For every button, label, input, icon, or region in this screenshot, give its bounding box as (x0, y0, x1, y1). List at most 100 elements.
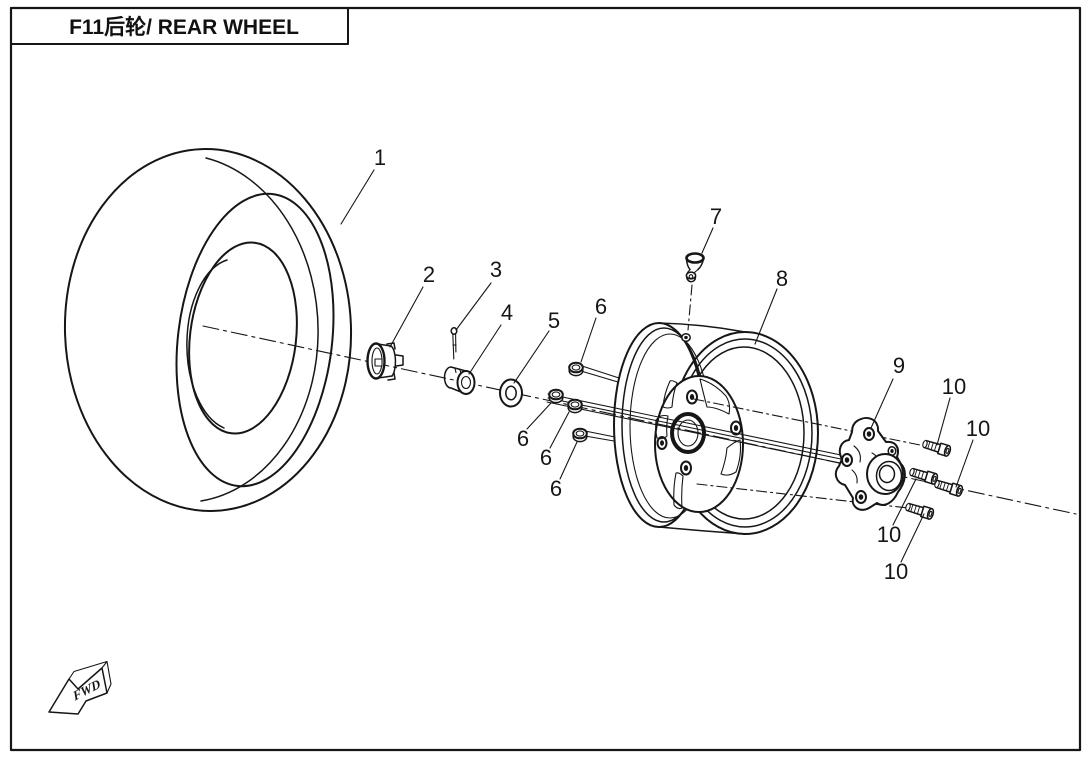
stud-line-short (580, 370, 619, 383)
valve-base (685, 271, 697, 280)
flange-nut (568, 361, 584, 377)
tire-tread-edge (200, 157, 319, 502)
leader-lines (340, 169, 974, 563)
callout-10c: 10 (877, 522, 901, 547)
callout-8: 8 (776, 266, 788, 291)
stud-line-short (584, 435, 615, 442)
valve-neck (686, 268, 699, 274)
castle-nut-bore (460, 375, 472, 390)
stud-line-short (584, 430, 616, 438)
callout-1: 1 (374, 145, 386, 170)
valve-cap-body (685, 258, 705, 271)
wheel-hub (834, 417, 906, 511)
lug-hole-center (890, 449, 894, 453)
bolt-hole-center (733, 425, 739, 431)
rim-bolt-holes (656, 389, 742, 476)
spoke-opening (662, 380, 678, 409)
leader-9 (870, 378, 894, 429)
page-border (9, 6, 1082, 752)
spoke-opening (720, 439, 742, 476)
leader-10a (936, 397, 951, 446)
title-box-frame (10, 7, 349, 45)
callout-6d: 6 (550, 476, 562, 501)
leader-2 (389, 286, 424, 348)
rim-barrel-top (658, 322, 746, 333)
cap-body-edge (390, 345, 397, 377)
hub-cylinder-bore (878, 464, 896, 484)
spoke-opening (699, 378, 731, 415)
valve-base-bottom (685, 275, 697, 283)
castle-nut (443, 366, 476, 395)
tire-bead (188, 241, 298, 435)
callout-6b: 6 (517, 426, 529, 451)
page-title: F11后轮/ REAR WHEEL (69, 15, 299, 39)
washer-outer (499, 378, 523, 408)
valve-axis-line (687, 284, 693, 331)
fwd-arrow-face (48, 667, 108, 715)
bolt-hole (680, 460, 692, 476)
wheel-bolt (920, 437, 953, 458)
flange-nut (567, 398, 583, 414)
spoke-opening (673, 472, 684, 510)
leader-4 (468, 324, 502, 375)
pin-leg (452, 333, 455, 360)
leader-1 (340, 169, 375, 225)
leader-8 (754, 288, 778, 345)
hub-cap (366, 342, 404, 381)
castle-nut-face (456, 370, 476, 395)
callout-6a: 6 (595, 294, 607, 319)
wheel-rim (613, 322, 819, 535)
center-lines (202, 325, 1077, 515)
leader-6a (580, 317, 597, 363)
hub-cylinder-face (875, 460, 903, 492)
rim-valve-hole-center (684, 335, 688, 340)
cotter-pin (450, 327, 458, 360)
callout-5: 5 (548, 308, 560, 333)
title-box: F11后轮/ REAR WHEEL (10, 7, 349, 45)
leader-10d (900, 513, 925, 563)
callout-3: 3 (490, 257, 502, 282)
leader-7 (701, 227, 714, 254)
flange-nut (572, 427, 588, 443)
flange-nut (548, 388, 564, 404)
bolt-axis-line-upper (693, 398, 926, 447)
tire-outer-outline (63, 148, 353, 512)
bolt-hole-center (683, 465, 689, 471)
hub-center-cylinder (866, 453, 904, 495)
callout-6c: 6 (540, 445, 552, 470)
tire-sidewall (175, 192, 335, 488)
stud-line (547, 393, 861, 460)
washer (499, 378, 523, 408)
bolt-axis-line-lower (696, 483, 909, 509)
callout-10a: 10 (942, 374, 966, 399)
tire-inner-arc (186, 259, 228, 429)
callout-9: 9 (893, 353, 905, 378)
callout-2: 2 (423, 262, 435, 287)
lug-hole-center (866, 431, 872, 437)
leader-6b (526, 402, 552, 430)
bolt-hole-center (689, 394, 695, 400)
washer-inner (505, 385, 517, 401)
callout-10d: 10 (884, 559, 908, 584)
callout-7: 7 (710, 204, 722, 229)
cap-center-detail (374, 358, 383, 367)
wheel-bolt (932, 477, 965, 498)
cap-tab-side (395, 354, 404, 367)
hub-lug-holes (841, 427, 897, 504)
wheel-bolt (907, 465, 940, 486)
stud-line (547, 397, 861, 464)
pin-head (450, 327, 458, 335)
callout-10b: 10 (966, 416, 990, 441)
leader-6d (559, 441, 578, 480)
valve-stem (681, 252, 705, 343)
stud-line-short (581, 365, 620, 379)
bolt-hole (730, 420, 742, 436)
callout-numbers: 1 2 3 4 5 6 6 6 6 7 8 9 10 10 10 10 (374, 145, 990, 584)
bolt-hole (686, 389, 698, 405)
valve-cap-top (685, 252, 705, 264)
bolt-hole-center (660, 440, 664, 446)
wheel-bolt (903, 500, 936, 521)
cap-tab-top (386, 342, 396, 350)
